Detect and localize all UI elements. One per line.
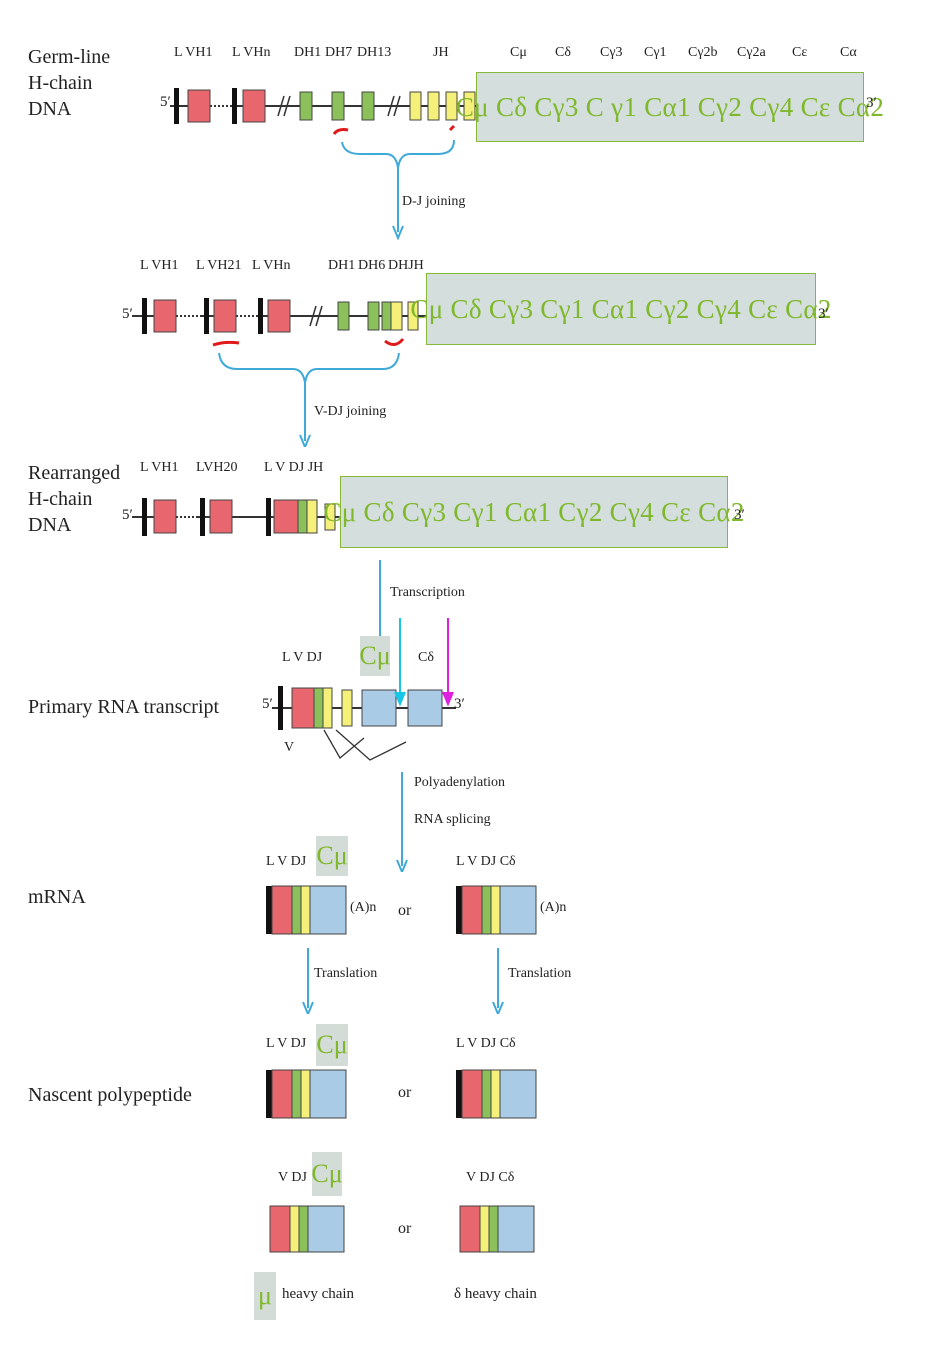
germline-gene-label: DH7 [325, 45, 353, 60]
rearranged-label: Rearranged H-chain DNA [28, 462, 121, 536]
rna-splicing-label: RNA splicing [414, 812, 491, 827]
five-prime-label: 5′ [262, 696, 273, 712]
primary-v-label: V [284, 740, 295, 755]
germline-c-label: Cγ3 [600, 45, 623, 60]
dj-gene-label: DH1 [328, 258, 356, 273]
mrna-left-label: L V DJ [266, 854, 307, 869]
mrna-left-cmu-chip: Cμ [316, 836, 348, 876]
translation-right-label: Translation [508, 966, 572, 981]
nascent-left-label: L V DJ [266, 1036, 307, 1051]
rearranged-gene-label: L VH1 [140, 460, 179, 475]
rearranged-dna-strand [132, 498, 346, 536]
germline-c-label: Cδ [555, 45, 571, 60]
mrna-label: mRNA [28, 886, 86, 908]
final-or-label: or [398, 1220, 412, 1237]
final-left-cmu-chip: Cμ [311, 1152, 343, 1196]
germline-constant-region-box: Cμ Cδ Cγ3 C γ1 Cα1 Cγ2 Cγ4 Cε Cα2 [456, 72, 884, 142]
primary-cmu-chip: Cμ [359, 636, 391, 676]
five-prime-label: 5′ [122, 306, 133, 322]
five-prime-label: 5′ [160, 94, 171, 110]
mrna-left-polya-tail: (A)n [350, 900, 377, 915]
germline-gene-label: DH1 [294, 45, 322, 60]
rearranged-gene-label: L V DJ JH [264, 460, 324, 475]
germline-gene-label: DH13 [357, 45, 392, 60]
germline-c-label: Cα [840, 45, 857, 60]
three-prime-label: 3′ [818, 306, 829, 322]
three-prime-label: 3′ [866, 95, 877, 111]
final-left-label: V DJ [278, 1170, 307, 1185]
rearranged-constant-region-box: Cμ Cδ Cγ3 Cγ1 Cα1 Cγ2 Cγ4 Cε Cα2 [323, 476, 744, 548]
nascent-right-strand [456, 1069, 537, 1119]
final-left-chain [269, 1205, 345, 1253]
vdj-joining-bracket [212, 338, 405, 447]
dj-gene-label: L VH21 [196, 258, 242, 273]
germline-c-label: Cε [792, 45, 808, 60]
translation-arrow-right [492, 948, 504, 1014]
mu-symbol-chip: μ [254, 1272, 276, 1320]
three-prime-label: 3′ [454, 696, 465, 712]
translation-left-label: Translation [314, 966, 378, 981]
primary-cdelta-label: Cδ [418, 650, 434, 665]
germline-c-label: Cγ2a [737, 45, 766, 60]
mrna-right-polya-tail: (A)n [540, 900, 567, 915]
nascent-left-strand [266, 1069, 347, 1119]
nascent-or-label: or [398, 1084, 412, 1101]
mrna-right-strand [456, 885, 537, 935]
dj-dna-strand [132, 298, 432, 334]
splicing-arrow [396, 772, 408, 872]
transcription-label: Transcription [390, 585, 465, 600]
delta-heavy-chain-caption: δ heavy chain [454, 1286, 537, 1302]
germline-label: Germ-line H-chain DNA [28, 46, 111, 120]
germline-c-label: Cγ2b [688, 45, 718, 60]
nascent-left-cmu-chip: Cμ [316, 1024, 348, 1066]
primary-transcript-label: Primary RNA transcript [28, 696, 220, 718]
final-right-label: V DJ Cδ [466, 1170, 515, 1185]
dj-gene-label: DHJH [388, 258, 424, 273]
nascent-right-label: L V DJ Cδ [456, 1036, 516, 1051]
germline-c-label: Cμ [510, 45, 527, 60]
primary-lvdj-label: L V DJ [282, 650, 323, 665]
final-right-chain [459, 1205, 535, 1253]
nascent-polypeptide-label: Nascent polypeptide [28, 1084, 192, 1106]
dj-gene-label: DH6 [358, 258, 386, 273]
five-prime-label: 5′ [122, 507, 133, 523]
translation-arrow-left [302, 948, 314, 1014]
mrna-or-label: or [398, 902, 412, 919]
mrna-right-label: L V DJ Cδ [456, 854, 516, 869]
germline-dna-strand [170, 88, 480, 124]
rearranged-gene-label: LVH20 [196, 460, 238, 475]
mrna-left-strand [266, 885, 347, 935]
primary-transcript-strand [272, 618, 456, 761]
dj-gene-label: L VHn [252, 258, 291, 273]
mu-heavy-chain-caption: heavy chain [282, 1286, 355, 1302]
germline-gene-label: L VH1 [174, 45, 213, 60]
germline-c-label: Cγ1 [644, 45, 667, 60]
three-prime-label: 3′ [734, 507, 745, 523]
dj-joining-label: D-J joining [402, 194, 466, 209]
dj-gene-label: L VH1 [140, 258, 179, 273]
polyadenylation-label: Polyadenylation [414, 775, 505, 790]
germline-gene-label: JH [433, 45, 449, 60]
dj-constant-region-box: Cμ Cδ Cγ3 Cγ1 Cα1 Cγ2 Cγ4 Cε Cα2 [410, 273, 831, 345]
germline-gene-label: L VHn [232, 45, 271, 60]
vdj-joining-label: V-DJ joining [314, 404, 387, 419]
dj-joining-bracket [332, 124, 456, 240]
